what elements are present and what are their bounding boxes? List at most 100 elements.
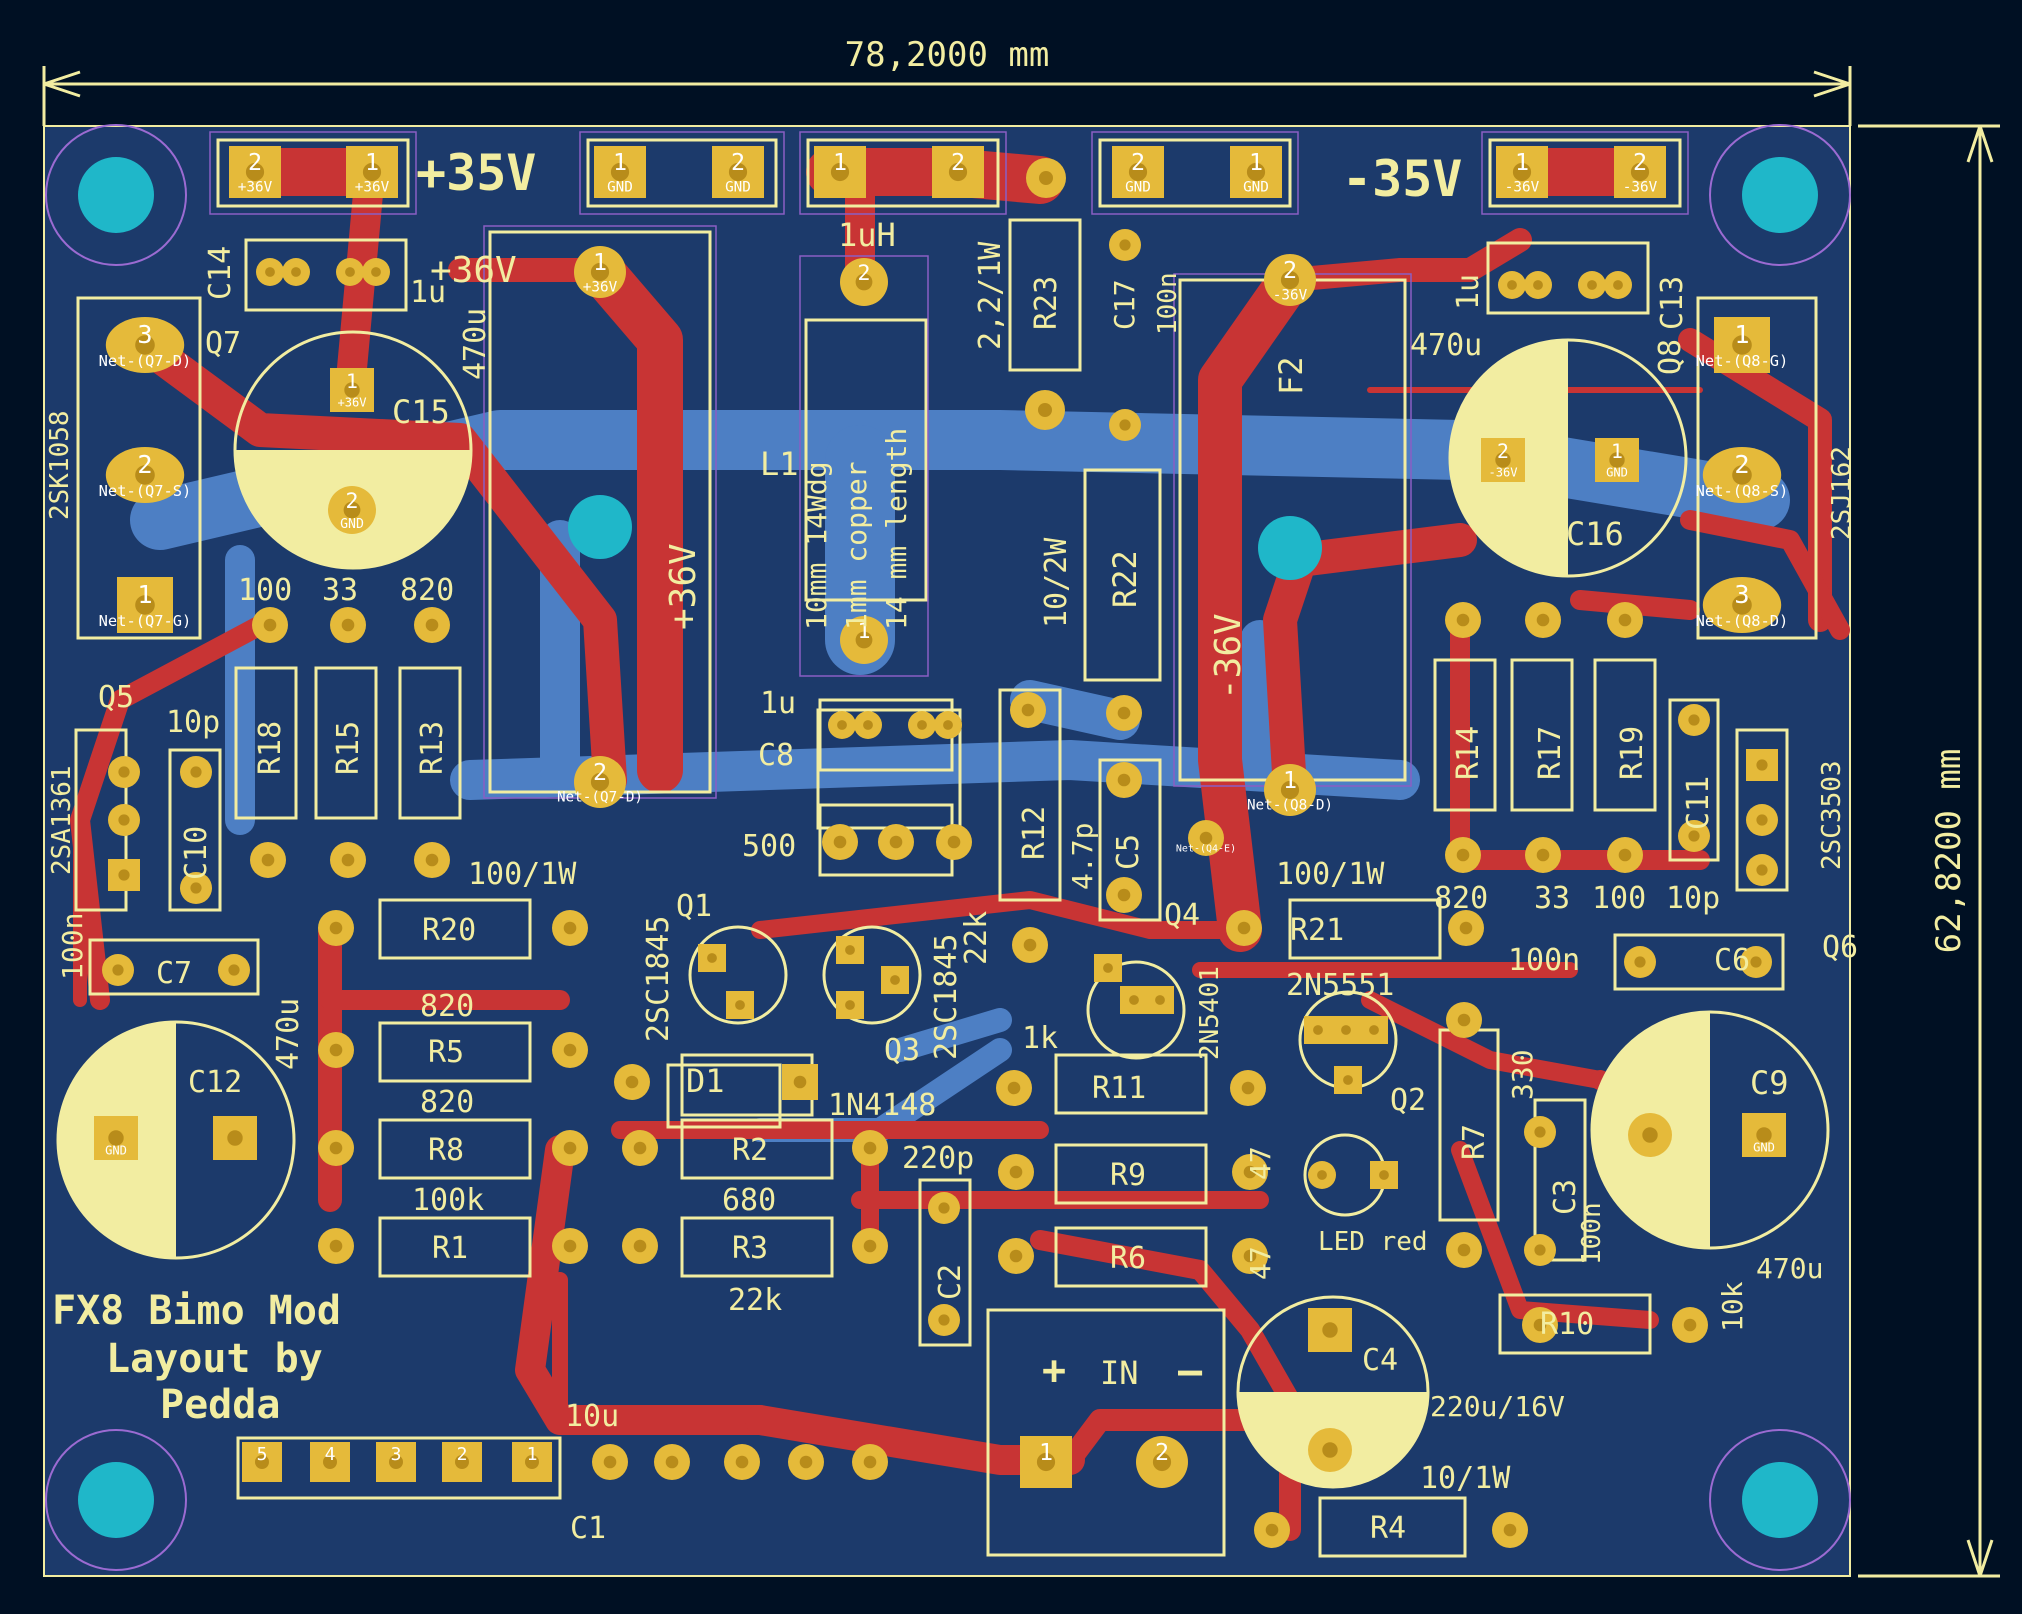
pad-16 <box>1524 271 1552 299</box>
pad-114 <box>1304 1016 1332 1044</box>
label-r5v: 820 <box>420 989 474 1024</box>
label-c2v: 220p <box>902 1141 974 1176</box>
pad-73 <box>318 910 354 946</box>
label-r7v: 330 <box>1506 1049 1539 1100</box>
pad-17 <box>1578 271 1606 299</box>
label-c2: C2 <box>933 1264 968 1300</box>
label-c13v: 1u <box>1451 274 1486 310</box>
label-c7v: 100n <box>56 913 89 980</box>
pad-63 <box>854 711 882 739</box>
label-r15: R15 <box>331 721 366 775</box>
pad-54 <box>108 859 140 891</box>
pad-41 <box>330 607 366 643</box>
pad-45 <box>414 842 450 878</box>
label-v47b: 47 <box>1244 1246 1277 1280</box>
label-r8: R8 <box>428 1133 464 1168</box>
label-v47a: 47 <box>1244 1146 1277 1180</box>
label-f2: F2 <box>1272 356 1310 395</box>
pad-net-label: -36V <box>1505 180 1540 196</box>
label-r3b: 22k <box>728 1283 782 1318</box>
pad-84 <box>318 1228 354 1264</box>
pad-13 <box>336 258 364 286</box>
pad-51 <box>1607 837 1643 873</box>
label-c3: C3 <box>1548 1179 1583 1215</box>
label-r8v: 820 <box>420 1085 474 1120</box>
pad-number: 3 <box>391 1444 402 1465</box>
pad-136 <box>654 1444 690 1480</box>
pad-85 <box>552 1228 588 1264</box>
pad-number: 2 <box>457 1444 468 1465</box>
pad-102 <box>1522 1307 1558 1343</box>
label-c1: C1 <box>570 1511 606 1546</box>
credit-line3: Pedda <box>160 1382 280 1428</box>
pad-net-label: -36V <box>1623 180 1658 196</box>
pad-net-label: GND <box>1125 180 1151 196</box>
pad-5: 2 <box>932 146 984 198</box>
pad-117 <box>1334 1066 1362 1094</box>
pad-79 <box>1740 946 1772 978</box>
power-plus-label: +35V <box>416 144 536 202</box>
pad-140: Net-(Q4-E) <box>1176 820 1236 856</box>
dimension-width: 78,2000 mm <box>42 35 1852 126</box>
pad-103 <box>1672 1307 1708 1343</box>
label-led: LED red <box>1318 1227 1428 1257</box>
label-r1v: 100k <box>412 1183 484 1218</box>
label-c8v: 1u <box>760 686 796 721</box>
label-l1: L1 <box>760 445 799 483</box>
pad-number: 3 <box>137 320 152 349</box>
label-r3v: 680 <box>722 1183 776 1218</box>
label-v100: 100 <box>238 573 292 608</box>
pad-101 <box>1446 1232 1482 1268</box>
pad-net-label: GND <box>1606 466 1628 480</box>
label-d1: D1 <box>686 1062 725 1100</box>
pad-122 <box>1628 1113 1672 1157</box>
label-q7: Q7 <box>205 326 241 361</box>
label-q5: Q5 <box>98 680 134 715</box>
pad-124 <box>1308 1308 1352 1352</box>
pad-42 <box>414 607 450 643</box>
label-q8p: 2SJ162 <box>1827 446 1857 540</box>
label-q3: Q3 <box>884 1033 920 1068</box>
pad-93 <box>1230 1070 1266 1106</box>
pad-4: 1 <box>814 146 866 198</box>
pad-11 <box>256 258 284 286</box>
pad-55 <box>180 756 212 788</box>
pad-number: 2 <box>137 450 152 479</box>
pad-137 <box>724 1444 760 1480</box>
label-q3p: 2SC1845 <box>929 934 964 1060</box>
pad-number: 2 <box>248 148 262 176</box>
pad-number: 2 <box>1734 450 1749 479</box>
pad-number: 2 <box>1131 148 1145 176</box>
pad-1: 1+36V <box>346 146 398 198</box>
pad-34 <box>1109 229 1141 261</box>
label-c5: C5 <box>1111 834 1146 870</box>
pad-number: 1 <box>1283 766 1297 794</box>
rail-minus-vertical-label: -36V <box>1208 613 1249 700</box>
pad-net-label: Net-(Q8-D) <box>1247 798 1333 814</box>
pad-126: 1 <box>1020 1436 1072 1488</box>
pad-105 <box>1524 1234 1556 1266</box>
pad-net-label: +36V <box>337 396 366 410</box>
label-l1u: 1uH <box>838 216 896 254</box>
label-r13: R13 <box>415 721 450 775</box>
label-r1: R1 <box>432 1231 468 1266</box>
label-c17: C17 <box>1108 279 1141 330</box>
pad-113 <box>1146 986 1174 1014</box>
pad-net-label: GND <box>340 517 364 532</box>
pad-net-label: GND <box>725 180 751 196</box>
label-v820b: 820 <box>1434 881 1488 916</box>
pad-35 <box>1109 409 1141 441</box>
label-v33b: 33 <box>1534 881 1570 916</box>
pad-108 <box>836 936 864 964</box>
pad-116 <box>1360 1016 1388 1044</box>
pad-61 <box>1746 854 1778 886</box>
input-in-label: IN <box>1100 1354 1139 1392</box>
pad-138 <box>788 1444 824 1480</box>
pad-57 <box>1678 704 1710 736</box>
pad-19: 1+36V <box>574 246 626 298</box>
